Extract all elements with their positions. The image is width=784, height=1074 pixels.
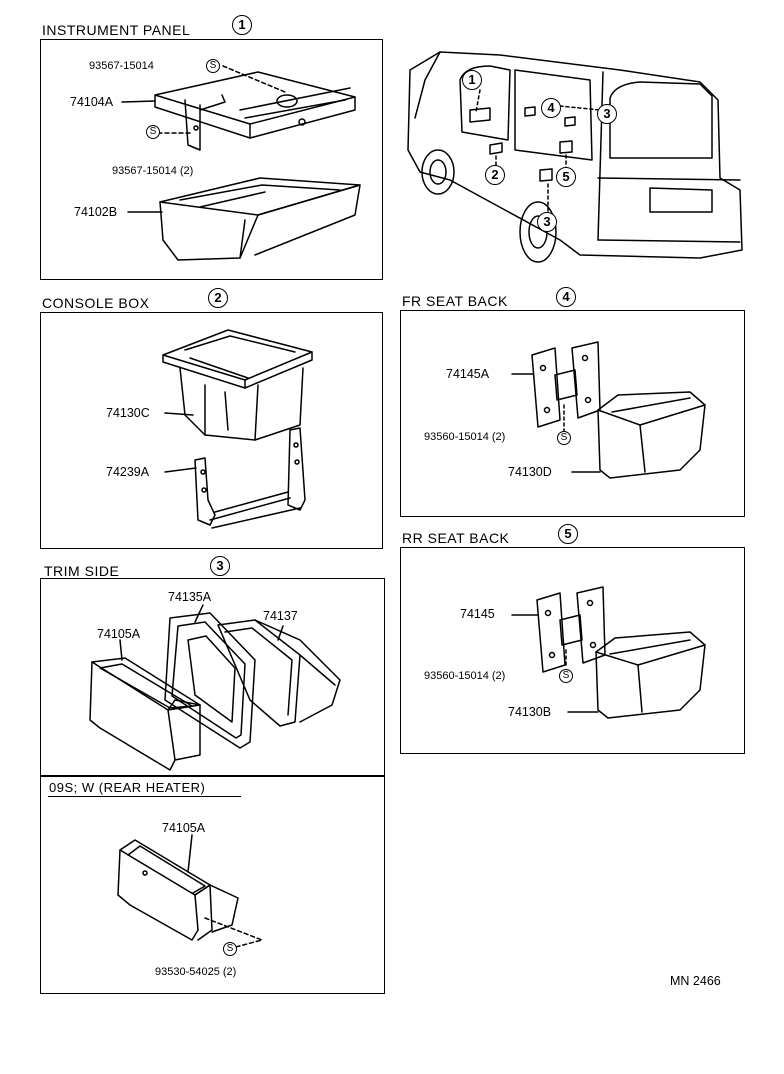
rear-heater-title-underline bbox=[48, 796, 241, 797]
part-74239A: 74239A bbox=[106, 465, 150, 479]
instrument-panel-frame bbox=[40, 39, 383, 280]
leader-74137 bbox=[277, 625, 284, 641]
instrument-panel-title: INSTRUMENT PANEL bbox=[42, 22, 191, 38]
vehicle-callout-3-icon: 3 bbox=[537, 212, 557, 232]
leader-74130C bbox=[164, 412, 194, 416]
trim-side-title: TRIM SIDE bbox=[44, 563, 120, 579]
screw-icon: S bbox=[557, 431, 571, 445]
part-74135A: 74135A bbox=[168, 590, 212, 604]
part-93560-15014-2-fr: 93560-15014 (2) bbox=[424, 431, 506, 443]
glove-box-74102B bbox=[159, 177, 361, 261]
vehicle-callout-2-icon: 2 bbox=[485, 165, 505, 185]
part-74145A: 74145A bbox=[446, 367, 490, 381]
heater-bezel-74105A bbox=[117, 839, 239, 941]
console-bracket-74239A bbox=[194, 427, 306, 529]
vehicle-callout-3b-icon: 3 bbox=[597, 104, 617, 124]
part-93560-15014-2-rr: 93560-15014 (2) bbox=[424, 670, 506, 682]
diagram-code: MN 2466 bbox=[670, 974, 721, 988]
vehicle-callout-1-icon: 1 bbox=[462, 70, 482, 90]
console-box-frame bbox=[40, 312, 383, 549]
rear-heater-frame bbox=[40, 776, 385, 994]
vehicle-illustration bbox=[407, 51, 743, 263]
fr-seat-pocket-74130D bbox=[597, 391, 706, 479]
rr-seat-back-title: RR SEAT BACK bbox=[402, 530, 510, 546]
part-74130C: 74130C bbox=[106, 406, 150, 420]
part-74145: 74145 bbox=[460, 607, 495, 621]
leader-74239A bbox=[164, 467, 197, 473]
screw-icon: S bbox=[223, 942, 237, 956]
part-74130B: 74130B bbox=[508, 705, 552, 719]
vehicle-callout-4-icon: 4 bbox=[541, 98, 561, 118]
fr-seat-back-frame bbox=[400, 310, 745, 517]
screw-icon: S bbox=[206, 59, 220, 73]
callout-2-icon: 2 bbox=[208, 288, 228, 308]
leader-74104A bbox=[121, 100, 156, 103]
rr-seat-back-frame bbox=[400, 547, 745, 754]
rr-seat-pocket-74130B bbox=[595, 631, 706, 719]
part-93567-15014-2: 93567-15014 (2) bbox=[112, 165, 194, 177]
part-93530-54025-2: 93530-54025 (2) bbox=[155, 966, 237, 978]
leader-screw-top bbox=[222, 65, 286, 93]
part-74105A-heater: 74105A bbox=[162, 821, 206, 835]
leader-74105A-heater bbox=[187, 834, 193, 873]
callout-3-icon: 3 bbox=[210, 556, 230, 576]
part-74105A-trim: 74105A bbox=[97, 627, 141, 641]
part-93567-15014: 93567-15014 bbox=[89, 60, 154, 72]
rear-heater-title: 09S; W (REAR HEATER) bbox=[49, 780, 206, 795]
leader-heater-screw bbox=[204, 917, 263, 949]
trim-side-frame bbox=[40, 578, 385, 776]
trim-box-74137 bbox=[217, 619, 341, 727]
console-box-74130C bbox=[162, 329, 313, 441]
callout-1-icon: 1 bbox=[232, 15, 252, 35]
part-74130D: 74130D bbox=[508, 465, 552, 479]
fr-seat-back-title: FR SEAT BACK bbox=[402, 293, 508, 309]
vehicle-callout-5-icon: 5 bbox=[556, 167, 576, 187]
trim-frame-74135A bbox=[164, 612, 256, 749]
console-box-title: CONSOLE BOX bbox=[42, 295, 150, 311]
leader-74135A bbox=[194, 604, 204, 623]
trim-bezel-74105A bbox=[89, 657, 201, 771]
part-74102B: 74102B bbox=[74, 205, 118, 219]
part-74104A: 74104A bbox=[70, 95, 114, 109]
part-74137: 74137 bbox=[263, 609, 298, 623]
callout-4-icon: 4 bbox=[556, 287, 576, 307]
screw-icon: S bbox=[146, 125, 160, 139]
leader-74105A-trim bbox=[119, 639, 123, 661]
callout-5-icon: 5 bbox=[558, 524, 578, 544]
screw-icon: S bbox=[559, 669, 573, 683]
